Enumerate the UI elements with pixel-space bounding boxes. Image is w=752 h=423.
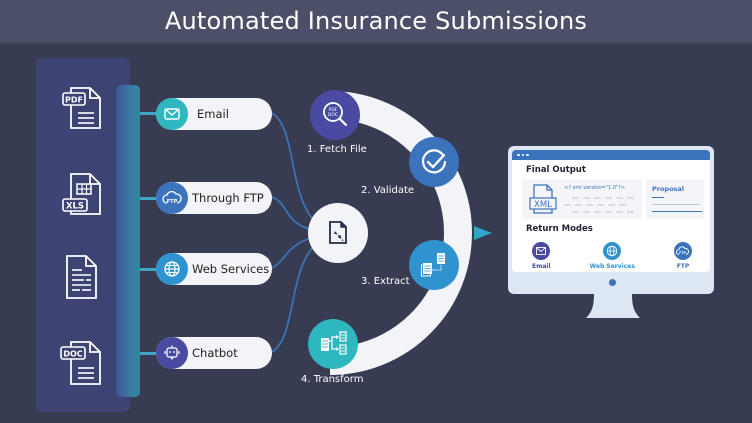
final-output-heading: Final Output xyxy=(526,165,586,175)
return-mode-label: Web Services xyxy=(589,263,635,270)
power-indicator xyxy=(609,279,616,286)
channel-chatbot[interactable]: Chatbot xyxy=(156,337,272,369)
svg-text:XLS: XLS xyxy=(66,202,84,212)
monitor-stand xyxy=(586,294,640,318)
return-modes: Email Web Services FTP FTP xyxy=(532,242,692,270)
step-label-transform: 4. Transform xyxy=(301,374,364,385)
proposal-title: Proposal xyxy=(652,185,685,193)
channel-bus-strip xyxy=(116,85,140,397)
svg-text:FTP: FTP xyxy=(167,199,178,205)
return-mode-web-services[interactable]: Web Services xyxy=(590,242,635,270)
proposal-output-card[interactable]: Proposal xyxy=(646,179,704,219)
email-icon xyxy=(156,98,188,130)
extract-documents-icon xyxy=(421,253,445,277)
channel-label: Email xyxy=(197,107,229,121)
svg-text:DOC: DOC xyxy=(328,112,338,118)
step-label-extract: 3. Extract xyxy=(361,276,410,287)
check-circle-icon xyxy=(421,149,447,174)
globe-icon xyxy=(156,253,188,285)
svg-text:PDF: PDF xyxy=(65,96,83,105)
page-title: Automated Insurance Submissions xyxy=(164,7,588,35)
step-fetch-file[interactable]: PDF DOC xyxy=(310,90,360,140)
connector-ftp xyxy=(140,197,156,200)
xml-code-text: <? xml version="1.0"?> xyxy=(564,185,626,191)
return-mode-label: FTP xyxy=(676,263,690,270)
transform-data-icon xyxy=(321,331,347,355)
channel-label: Chatbot xyxy=(192,346,238,360)
channel-email[interactable]: Email xyxy=(156,98,272,130)
output-monitor: Final Output XML <? xml version="1.0"?> … xyxy=(508,146,714,294)
ftp-cloud-icon: FTP xyxy=(156,182,188,214)
connector-web xyxy=(140,268,156,271)
xml-placeholder-lines xyxy=(564,197,636,213)
xml-file-icon: XML xyxy=(529,184,557,214)
proposal-line xyxy=(652,204,700,205)
channel-label: Web Services xyxy=(192,262,270,276)
globe-icon xyxy=(603,242,622,260)
svg-text:XML: XML xyxy=(534,200,552,210)
xml-output-card[interactable]: XML <? xml version="1.0"?> xyxy=(522,179,642,219)
step-label-fetch: 1. Fetch File xyxy=(307,144,367,155)
channel-ftp[interactable]: FTP Through FTP xyxy=(156,182,272,214)
document-process-icon xyxy=(329,221,347,244)
proposal-line xyxy=(652,197,664,198)
svg-text:DOC: DOC xyxy=(63,350,82,359)
monitor-screen: Final Output XML <? xml version="1.0"?> … xyxy=(512,150,710,272)
doc-file-icon: DOC xyxy=(60,341,101,385)
connector-email xyxy=(140,112,156,115)
search-pdf-doc-icon: PDF DOC xyxy=(323,102,348,127)
ftp-cloud-icon: FTP xyxy=(673,242,692,260)
chatbot-icon xyxy=(156,337,188,369)
proposal-line xyxy=(652,211,702,212)
return-mode-label: Email xyxy=(532,263,551,270)
return-mode-ftp[interactable]: FTP FTP xyxy=(673,242,692,270)
channel-label: Through FTP xyxy=(192,191,264,205)
output-arrow-head xyxy=(474,226,492,240)
return-mode-email[interactable]: Email xyxy=(532,242,551,270)
window-bar xyxy=(512,150,710,160)
step-transform[interactable] xyxy=(308,319,358,369)
svg-text:FTP: FTP xyxy=(680,251,687,255)
text-document-icon xyxy=(66,255,97,299)
connector-chatbot xyxy=(140,352,156,355)
xls-file-icon: XLS xyxy=(62,173,101,215)
pdf-file-icon: PDF xyxy=(62,87,101,129)
title-bar: Automated Insurance Submissions xyxy=(0,0,752,44)
step-validate[interactable] xyxy=(409,137,459,187)
email-icon xyxy=(532,242,551,260)
processing-hub[interactable] xyxy=(308,203,368,263)
svg-text:PDF: PDF xyxy=(329,107,338,113)
return-modes-heading: Return Modes xyxy=(526,224,593,234)
step-extract[interactable] xyxy=(409,240,459,290)
channel-web-services[interactable]: Web Services xyxy=(156,253,272,285)
step-label-validate: 2. Validate xyxy=(361,185,415,196)
